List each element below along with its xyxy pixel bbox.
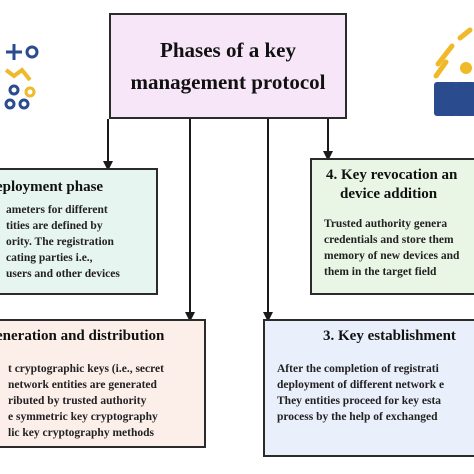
phase4-line: them in the target field [324, 266, 437, 278]
phase1-heading: eployment phase [0, 179, 104, 195]
phase3-line: After the completion of registrati [277, 363, 439, 375]
phase4-line: Trusted authority genera [324, 218, 448, 230]
phase2-text: t cryptographic keys (i.e., secret netwo… [8, 361, 164, 441]
diagram-title-box: Phases of a key management protocol [109, 13, 347, 119]
phase4-heading: 4. Key revocation an device addition [326, 166, 457, 204]
phase3-text: After the completion of registrati deplo… [277, 361, 444, 425]
phase3-line: process by the help of exchanged [277, 411, 438, 423]
phase1-line: users and other devices [6, 268, 120, 280]
phase2-line: e symmetric key cryptography [8, 411, 158, 423]
phase4-heading-line-2: device addition [340, 186, 438, 202]
phase1-line: ority. The registration [6, 236, 114, 248]
phase2-heading: eneration and distribution [0, 328, 165, 344]
phase3-line: deployment of different network e [277, 379, 445, 391]
phase1-line: tities are defined by [6, 220, 103, 232]
phase2-line: lic key cryptography methods [8, 427, 154, 439]
phase4-heading-line-1: 4. Key revocation an [326, 167, 458, 183]
phase4-box: 4. Key revocation an device addition Tru… [310, 158, 474, 295]
phase2-box: eneration and distribution t cryptograph… [0, 319, 206, 448]
phase3-box: 3. Key establishment After the completio… [263, 319, 474, 457]
phase1-box: eployment phase ameters for different ti… [0, 168, 158, 295]
phase3-line: They entities proceed for key esta [277, 395, 442, 407]
network-nodes-icon [0, 30, 44, 120]
phase1-line: cating parties i.e., [6, 252, 93, 264]
phase4-text: Trusted authority genera credentials and… [324, 216, 459, 280]
phase1-text: ameters for different tities are defined… [6, 202, 120, 282]
phase2-line: network entities are generated [8, 379, 157, 391]
phase4-line: credentials and store them [324, 234, 454, 246]
phase1-line: ameters for different [6, 204, 108, 216]
title-line-2: management protocol [130, 70, 326, 94]
lock-icon [430, 24, 474, 122]
phase2-line: ributed by trusted authority [8, 395, 147, 407]
phase4-line: memory of new devices and [324, 250, 460, 262]
title-line-1: Phases of a key [160, 38, 296, 62]
phase3-heading: 3. Key establishment [323, 328, 456, 344]
phase2-line: t cryptographic keys (i.e., secret [8, 363, 164, 375]
